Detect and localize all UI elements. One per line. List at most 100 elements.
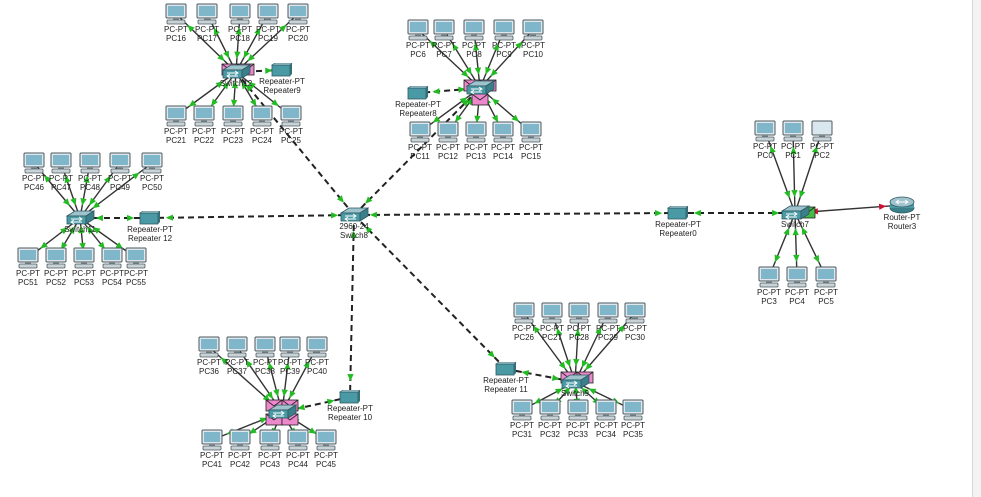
- pc-pc11[interactable]: PC-PT PC11: [395, 121, 445, 163]
- switch-sw7[interactable]: Switch7: [770, 205, 820, 247]
- pc-pc2[interactable]: PC-PT PC2: [797, 120, 847, 162]
- pc-pc50[interactable]: PC-PT PC50: [127, 152, 177, 194]
- pc-pc13[interactable]: PC-PT PC13: [451, 121, 501, 163]
- pc-pc47[interactable]: PC-PT PC47: [36, 152, 86, 194]
- repeater-rp11[interactable]: Repeater-PT Repeater 11: [481, 362, 531, 404]
- pc-pc10[interactable]: PC-PT PC10: [508, 19, 558, 61]
- switch-sw10[interactable]: [257, 404, 307, 446]
- pc-pc43[interactable]: PC-PT PC43: [245, 429, 295, 471]
- pc-pc39[interactable]: PC-PT PC39: [265, 336, 315, 378]
- pc-pc9[interactable]: PC-PT PC9: [479, 19, 529, 61]
- crossover-cable[interactable]: [349, 214, 355, 398]
- device-name-label: Repeater 12: [127, 234, 173, 243]
- pc-pc49[interactable]: PC-PT PC49: [95, 152, 145, 194]
- pc-pc42[interactable]: PC-PT PC42: [215, 429, 265, 471]
- repeater-rp10[interactable]: Repeater-PT Repeater 10: [325, 390, 375, 432]
- pc-pc40[interactable]: PC-PT PC40: [292, 336, 342, 378]
- pc-pc44[interactable]: PC-PT PC44: [273, 429, 323, 471]
- pc-pc48[interactable]: PC-PT PC48: [65, 152, 115, 194]
- pc-pc32[interactable]: PC-PT PC32: [525, 399, 575, 441]
- pc-cable[interactable]: [235, 13, 299, 73]
- repeater-rp0[interactable]: Repeater-PT Repeater0: [653, 206, 703, 248]
- pc-pc23[interactable]: PC-PT PC23: [208, 105, 258, 147]
- pc-icon: [407, 121, 433, 143]
- pc-pc25[interactable]: PC-PT PC25: [266, 105, 316, 147]
- pc-pc4[interactable]: PC-PT PC4: [772, 266, 822, 308]
- device-name-label: PC0: [757, 151, 773, 160]
- pc-pc8[interactable]: PC-PT PC8: [449, 19, 499, 61]
- pc-cable[interactable]: [768, 212, 796, 278]
- device-name-label: Repeater0: [659, 229, 697, 238]
- pc-pc22[interactable]: PC-PT PC22: [179, 105, 229, 147]
- pc-pc38[interactable]: PC-PT PC38: [240, 336, 290, 378]
- pc-cable[interactable]: [792, 130, 796, 214]
- vertical-scrollbar[interactable]: [972, 0, 981, 497]
- pc-cable[interactable]: [574, 312, 636, 383]
- pc-pc7[interactable]: PC-PT PC7: [419, 19, 469, 61]
- pc-pc19[interactable]: PC-PT PC19: [243, 3, 293, 45]
- pc-pc29[interactable]: PC-PT PC29: [583, 302, 633, 344]
- pc-pc28[interactable]: PC-PT PC28: [554, 302, 604, 344]
- switch-sw12[interactable]: Switch12: [211, 64, 261, 106]
- switch-sw9[interactable]: Switch9: [550, 374, 600, 416]
- switch-sw8[interactable]: 2960-24 Switch8: [329, 207, 379, 249]
- pc-pc53[interactable]: PC-PT PC53: [59, 247, 109, 289]
- pc-cable[interactable]: [417, 29, 481, 89]
- pc-cable[interactable]: [574, 312, 580, 383]
- switch-sw11[interactable]: Switch11: [55, 210, 105, 252]
- pc-cable[interactable]: [794, 212, 827, 278]
- crossover-cable[interactable]: [281, 396, 351, 413]
- pc-pc26[interactable]: PC-PT PC26: [499, 302, 549, 344]
- pc-pc5[interactable]: PC-PT PC5: [801, 266, 851, 308]
- pc-pc36[interactable]: PC-PT PC36: [184, 336, 234, 378]
- pc-cable[interactable]: [175, 13, 237, 73]
- pc-pc52[interactable]: PC-PT PC52: [31, 247, 81, 289]
- pc-pc41[interactable]: PC-PT PC41: [187, 429, 237, 471]
- crossover-cable[interactable]: [235, 69, 283, 73]
- pc-cable[interactable]: [764, 130, 796, 214]
- pc-pc35[interactable]: PC-PT PC35: [608, 399, 658, 441]
- repeater-rp12[interactable]: Repeater-PT Repeater 12: [125, 211, 175, 253]
- pc-pc27[interactable]: PC-PT PC27: [527, 302, 577, 344]
- pc-cable[interactable]: [523, 312, 576, 383]
- pc-pc34[interactable]: PC-PT PC34: [581, 399, 631, 441]
- crossover-cable[interactable]: [353, 212, 679, 216]
- repeater-rp8[interactable]: Repeater-PT Repeater8: [393, 86, 443, 128]
- pc-pc18[interactable]: PC-PT PC18: [215, 3, 265, 45]
- pc-pc1[interactable]: PC-PT PC1: [768, 120, 818, 162]
- pc-pc16[interactable]: PC-PT PC16: [151, 3, 201, 45]
- switch-sw6[interactable]: [455, 80, 505, 122]
- pc-pc37[interactable]: PC-PT PC37: [212, 336, 262, 378]
- pc-cable[interactable]: [551, 312, 576, 383]
- pc-pc17[interactable]: PC-PT PC17: [182, 3, 232, 45]
- pc-cable[interactable]: [794, 130, 823, 214]
- crossover-cable[interactable]: [353, 214, 507, 370]
- pc-cable[interactable]: [79, 162, 153, 219]
- pc-cable[interactable]: [794, 212, 798, 278]
- pc-pc24[interactable]: PC-PT PC24: [237, 105, 287, 147]
- pc-pc21[interactable]: PC-PT PC21: [151, 105, 201, 147]
- pc-pc31[interactable]: PC-PT PC31: [497, 399, 547, 441]
- pc-pc55[interactable]: PC-PT PC55: [111, 247, 161, 289]
- pc-pc51[interactable]: PC-PT PC51: [3, 247, 53, 289]
- crossover-cable[interactable]: [505, 368, 576, 383]
- pc-pc46[interactable]: PC-PT PC46: [9, 152, 59, 194]
- pc-pc14[interactable]: PC-PT PC14: [478, 121, 528, 163]
- pc-pc30[interactable]: PC-PT PC30: [610, 302, 660, 344]
- pc-pc3[interactable]: PC-PT PC3: [744, 266, 794, 308]
- link-light-indicator: [235, 27, 242, 35]
- pc-pc45[interactable]: PC-PT PC45: [301, 429, 351, 471]
- repeater-rp9[interactable]: Repeater-PT Repeater9: [257, 63, 307, 105]
- pc-pc54[interactable]: PC-PT PC54: [87, 247, 137, 289]
- pc-pc0[interactable]: PC-PT PC0: [740, 120, 790, 162]
- pc-cable[interactable]: [574, 312, 609, 383]
- crossover-cable[interactable]: [149, 214, 355, 219]
- pc-pc20[interactable]: PC-PT PC20: [273, 3, 323, 45]
- pc-pc6[interactable]: PC-PT PC6: [393, 19, 443, 61]
- pc-pc12[interactable]: PC-PT PC12: [423, 121, 473, 163]
- router-r3[interactable]: Router-PT Router3: [877, 196, 927, 238]
- crossover-cable[interactable]: [235, 71, 355, 216]
- pc-pc33[interactable]: PC-PT PC33: [553, 399, 603, 441]
- pc-pc15[interactable]: PC-PT PC15: [506, 121, 556, 163]
